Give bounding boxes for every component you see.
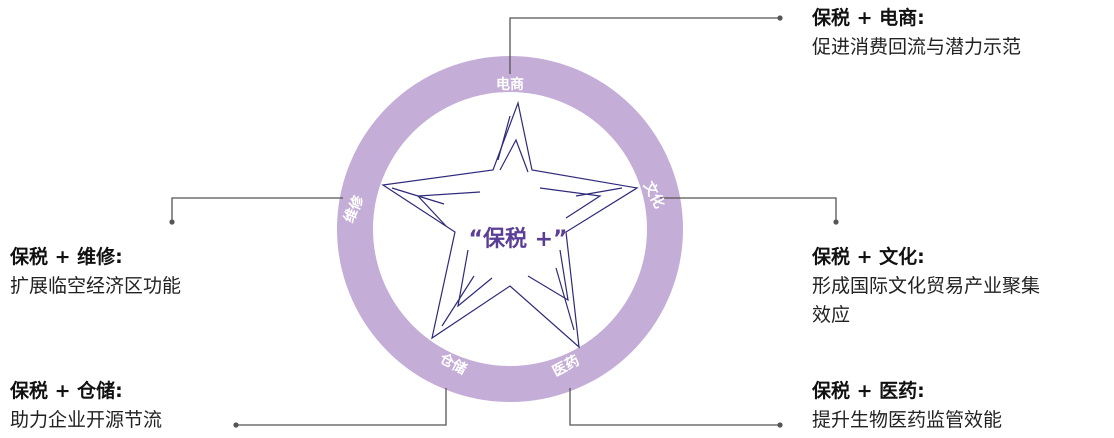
ring-label-ecommerce: 电商 <box>496 76 524 93</box>
connector-warehouse <box>236 388 447 426</box>
callout-culture-desc: 形成国际文化贸易产业聚集 <box>812 275 1041 297</box>
callout-warehouse: 保税 + 仓储: 助力企业开源节流 <box>10 377 162 435</box>
dot-medicine <box>777 422 783 428</box>
dot-repair <box>169 219 175 225</box>
callout-medicine: 保税 + 医药: 提升生物医药监管效能 <box>812 377 1002 435</box>
connector-medicine <box>569 388 780 426</box>
callout-warehouse-desc: 助力企业开源节流 <box>10 409 163 431</box>
callout-medicine-desc: 提升生物医药监管效能 <box>812 409 1003 431</box>
callout-culture-title: 保税 + 文化: <box>812 246 925 268</box>
callout-medicine-title: 保税 + 医药: <box>812 380 925 402</box>
dot-warehouse <box>233 422 239 428</box>
connector-lines <box>171 17 837 426</box>
connector-culture <box>660 197 837 220</box>
connector-dots <box>169 15 839 428</box>
callout-culture-desc-2: 效应 <box>812 304 851 326</box>
callout-culture: 保税 + 文化: 形成国际文化贸易产业聚集 效应 <box>812 243 1040 330</box>
star-inner-lines <box>391 115 623 331</box>
callout-repair-title: 保税 + 维修: <box>10 246 123 268</box>
callout-repair: 保税 + 维修: 扩展临空经济区功能 <box>10 243 181 301</box>
callout-ecommerce-desc: 促进消费回流与潜力示范 <box>812 36 1022 58</box>
center-label: “保税 +” <box>468 226 567 252</box>
callout-ecommerce: 保税 + 电商: 促进消费回流与潜力示范 <box>812 4 1021 62</box>
connector-ecommerce <box>509 17 780 74</box>
dot-culture <box>833 219 839 225</box>
callout-ecommerce-title: 保税 + 电商: <box>812 7 925 29</box>
connector-repair <box>171 197 343 220</box>
callout-warehouse-title: 保税 + 仓储: <box>10 380 123 402</box>
callout-repair-desc: 扩展临空经济区功能 <box>10 275 182 297</box>
dot-ecommerce <box>777 15 783 21</box>
star-outline <box>381 100 639 349</box>
